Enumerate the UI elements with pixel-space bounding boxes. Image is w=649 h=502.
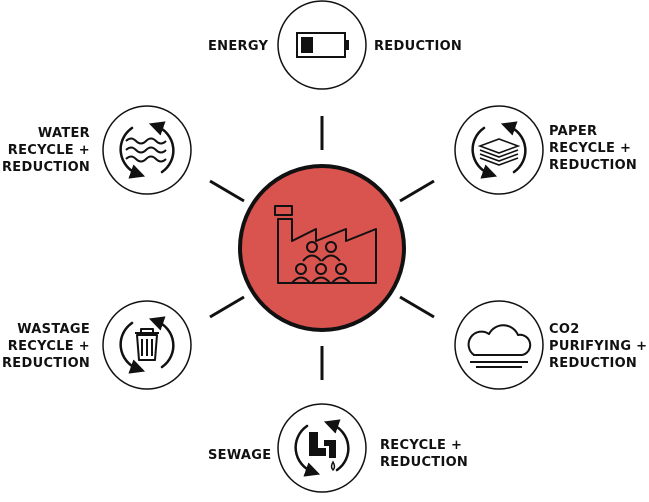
- recycle-arrows-water: [119, 121, 175, 179]
- label-sewage-right: RECYCLE + REDUCTION: [380, 437, 468, 471]
- label-line: REDUCTION: [374, 39, 463, 54]
- battery-icon: [296, 32, 349, 58]
- label-energy-left: ENERGY: [208, 38, 268, 55]
- label-line: RECYCLE +: [7, 339, 90, 354]
- cloud-icon: [467, 324, 532, 368]
- node-paper: [454, 105, 544, 195]
- recycle-arrows-paper: [471, 121, 527, 179]
- connector-lines: [209, 116, 435, 380]
- label-line: PURIFYING +: [549, 339, 648, 354]
- label-line: RECYCLE +: [380, 438, 463, 453]
- label-line: RECYCLE +: [549, 141, 632, 156]
- center-circle: [242, 168, 402, 328]
- label-line: RECYCLE +: [7, 143, 90, 158]
- label-line: PAPER: [549, 124, 598, 139]
- paper-stack-icon: [477, 138, 521, 166]
- connector-water: [209, 179, 245, 203]
- water-waves-icon: [125, 137, 167, 163]
- label-line: CO2: [549, 322, 580, 337]
- label-paper: PAPER RECYCLE + REDUCTION: [549, 123, 637, 174]
- connector-co2: [399, 295, 435, 319]
- trash-bin-icon: [135, 328, 159, 361]
- pipe-icon: [309, 432, 336, 472]
- label-line: REDUCTION: [2, 356, 91, 371]
- connector-wastage: [209, 295, 245, 319]
- node-energy: [277, 0, 367, 90]
- recycle-arrows-wastage: [119, 316, 175, 374]
- label-wastage: WASTAGE RECYCLE + REDUCTION: [2, 321, 90, 372]
- label-line: ENERGY: [208, 39, 269, 54]
- label-line: WATER: [37, 126, 90, 141]
- label-line: REDUCTION: [549, 158, 638, 173]
- recycle-arrows-sewage: [294, 419, 350, 477]
- factory-people-icon: [274, 205, 377, 284]
- label-line: REDUCTION: [380, 455, 469, 470]
- label-line: SEWAGE: [208, 448, 272, 463]
- label-energy-right: REDUCTION: [374, 38, 462, 55]
- center-node: [238, 164, 406, 332]
- label-line: REDUCTION: [549, 356, 638, 371]
- label-sewage-left: SEWAGE: [208, 447, 271, 464]
- label-co2: CO2 PURIFYING + REDUCTION: [549, 321, 647, 372]
- label-line: REDUCTION: [2, 160, 91, 175]
- label-line: WASTAGE: [17, 322, 90, 337]
- connector-paper: [399, 179, 435, 203]
- label-water: WATER RECYCLE + REDUCTION: [2, 125, 90, 176]
